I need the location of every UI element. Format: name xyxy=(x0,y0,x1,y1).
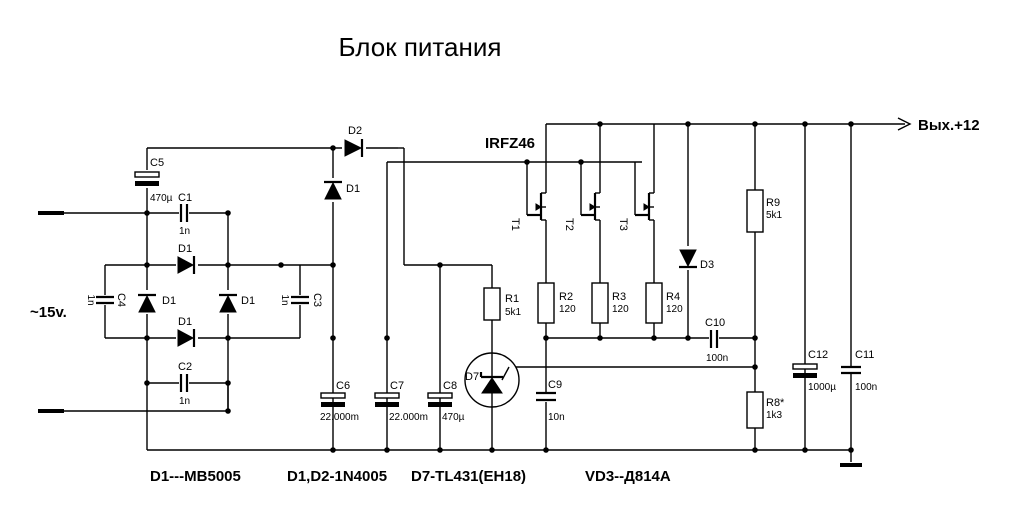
transistor-label: IRFZ46 xyxy=(485,135,535,152)
capacitor-c9: C9 10n xyxy=(536,379,565,423)
svg-text:120: 120 xyxy=(612,304,629,315)
svg-text:C6: C6 xyxy=(336,380,350,392)
svg-text:R3: R3 xyxy=(612,291,626,303)
note-bridge: D1---MB5005 xyxy=(150,468,241,485)
svg-text:1000µ: 1000µ xyxy=(808,382,836,393)
capacitor-c1: C1 1n xyxy=(178,192,192,237)
resistor-r8: R8* 1k3 xyxy=(746,391,785,429)
resistor-r4: R4 120 xyxy=(645,282,683,324)
svg-text:C11: C11 xyxy=(855,349,874,361)
diode-bridge-right: D1 xyxy=(218,290,255,314)
svg-text:1k3: 1k3 xyxy=(766,410,783,421)
svg-text:R1: R1 xyxy=(505,293,519,305)
svg-text:10n: 10n xyxy=(548,412,565,423)
svg-text:C7: C7 xyxy=(390,380,404,392)
svg-text:D1: D1 xyxy=(241,295,255,307)
capacitor-c7: C7 22.000m xyxy=(374,380,428,423)
svg-text:T3: T3 xyxy=(617,218,629,231)
mosfet-t2: T2 xyxy=(563,192,600,231)
mosfet-t3: T3 xyxy=(617,192,654,231)
capacitor-c6: C6 22.000m xyxy=(320,380,359,423)
junction-dots xyxy=(144,121,854,453)
diode-bridge-left: D1 xyxy=(137,290,176,314)
svg-text:D3: D3 xyxy=(700,259,714,271)
svg-text:120: 120 xyxy=(559,304,576,315)
svg-text:C1: C1 xyxy=(178,192,192,204)
resistor-r2: R2 120 xyxy=(537,282,576,324)
page-title: Блок питания xyxy=(339,32,502,62)
svg-text:C3: C3 xyxy=(311,293,323,307)
capacitor-c3: 1n C3 xyxy=(279,293,323,307)
capacitor-c10: C10 100n xyxy=(705,317,728,364)
diode-bridge-bottom: D1 xyxy=(176,316,198,347)
svg-text:D7: D7 xyxy=(465,371,479,383)
capacitor-c12: C12 1000µ xyxy=(792,349,836,393)
svg-text:470µ: 470µ xyxy=(442,412,465,423)
diode-d3: D3 xyxy=(678,246,714,271)
svg-text:C2: C2 xyxy=(178,361,192,373)
capacitor-c11: C11 100n xyxy=(840,349,877,393)
resistor-r1: R1 5k1 xyxy=(483,287,522,321)
regulator-d7: D7 xyxy=(464,352,520,408)
svg-text:D1: D1 xyxy=(346,183,360,195)
note-zener: VD3--Д814А xyxy=(585,468,671,485)
svg-text:D1: D1 xyxy=(178,243,192,255)
svg-text:R2: R2 xyxy=(559,291,573,303)
svg-text:120: 120 xyxy=(666,304,683,315)
output-label: Вых.+12 xyxy=(918,117,980,134)
svg-text:C8: C8 xyxy=(443,380,457,392)
resistor-r3: R3 120 xyxy=(591,282,629,324)
svg-text:T2: T2 xyxy=(563,218,575,231)
svg-text:22.000m: 22.000m xyxy=(320,412,359,423)
svg-text:R4: R4 xyxy=(666,291,680,303)
svg-text:1n: 1n xyxy=(279,294,290,305)
capacitor-c4: 1n C4 xyxy=(85,293,127,307)
diode-d2: D2 xyxy=(342,125,366,157)
svg-text:D1: D1 xyxy=(162,295,176,307)
svg-text:5k1: 5k1 xyxy=(505,307,522,318)
svg-text:1n: 1n xyxy=(179,396,190,407)
capacitor-c5: C5 470µ xyxy=(134,157,173,204)
mosfet-t1: T1 xyxy=(509,192,546,231)
svg-text:470µ: 470µ xyxy=(150,193,173,204)
svg-text:C5: C5 xyxy=(150,157,164,169)
diode-bridge-top: D1 xyxy=(176,243,198,274)
capacitor-c8: C8 470µ xyxy=(427,380,465,423)
svg-text:T1: T1 xyxy=(509,218,521,231)
svg-text:5k1: 5k1 xyxy=(766,210,783,221)
svg-text:100n: 100n xyxy=(855,382,877,393)
svg-text:C10: C10 xyxy=(705,317,725,329)
note-regulator: D7-TL431(EH18) xyxy=(411,468,526,485)
svg-text:C12: C12 xyxy=(808,349,828,361)
svg-text:R8*: R8* xyxy=(766,397,785,409)
note-diodes: D1,D2-1N4005 xyxy=(287,468,387,485)
svg-text:100n: 100n xyxy=(706,353,728,364)
svg-text:C9: C9 xyxy=(548,379,562,391)
svg-text:D2: D2 xyxy=(348,125,362,137)
svg-text:1n: 1n xyxy=(85,294,96,305)
svg-text:D1: D1 xyxy=(178,316,192,328)
svg-text:C4: C4 xyxy=(115,293,127,307)
resistor-r9: R9 5k1 xyxy=(746,189,783,233)
capacitor-c2: C2 1n xyxy=(147,361,228,407)
input-label: ~15v. xyxy=(30,304,67,321)
svg-text:1n: 1n xyxy=(179,226,190,237)
svg-text:R9: R9 xyxy=(766,197,780,209)
svg-text:22.000m: 22.000m xyxy=(389,412,428,423)
diode-d1: D1 xyxy=(323,178,360,202)
